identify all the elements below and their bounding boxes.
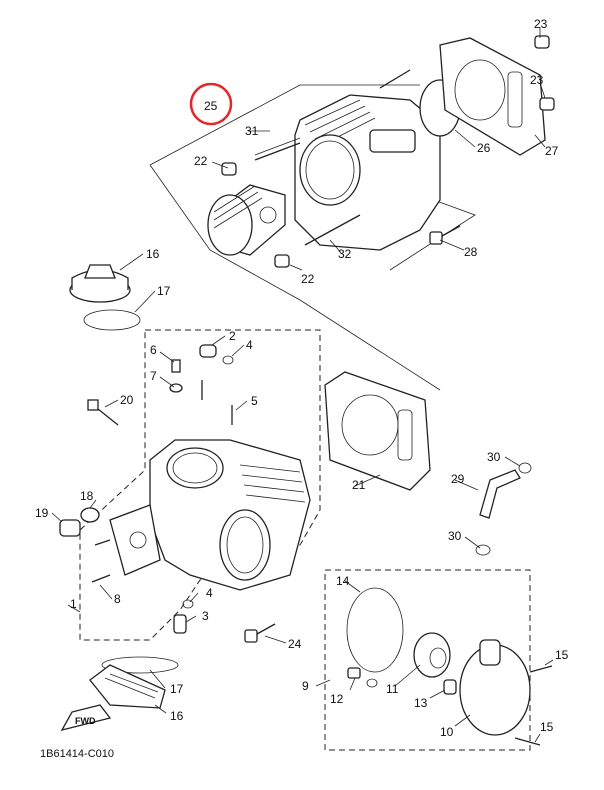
hose-29: [479, 469, 521, 519]
callout-4b: 4: [206, 586, 213, 600]
callout-29: 29: [451, 472, 465, 486]
callout-16a: 16: [146, 247, 160, 261]
intake-joint-16: [89, 664, 166, 709]
stud-lower-a: [94, 539, 111, 546]
filler-cap-16: [69, 264, 131, 303]
cylinder-block: [294, 94, 441, 251]
bolt-15a: [529, 665, 553, 673]
callout-31: 31: [245, 124, 259, 138]
o-ring-14: [346, 587, 404, 673]
stud-bolt-top: [379, 69, 411, 89]
dowel-pin-22b: [274, 254, 290, 268]
bolt-24: [244, 623, 276, 643]
bolt-6: [171, 359, 181, 373]
intake-flange: [109, 504, 161, 576]
nozzle-3: [173, 614, 187, 634]
gasket-27: [439, 37, 546, 156]
bolt-28: [429, 225, 461, 245]
callout-28: 28: [464, 245, 478, 259]
dowel-pin-22a: [221, 162, 237, 176]
callout-25: 25: [204, 99, 218, 113]
callout-8: 8: [114, 592, 121, 606]
callout-4a: 4: [246, 338, 253, 352]
impeller-11: [413, 632, 451, 678]
bolt-15b: [514, 737, 541, 746]
callout-10: 10: [440, 725, 454, 739]
callout-26: 26: [477, 141, 491, 155]
callout-30a: 30: [487, 450, 501, 464]
pump-cover-10: [459, 639, 531, 736]
dowel-pin-23a: [534, 35, 550, 49]
piston: [207, 184, 286, 256]
callout-1: 1: [70, 597, 77, 611]
stud-8: [91, 574, 111, 583]
plug-19: [59, 519, 81, 537]
o-ring-17b: [101, 656, 179, 674]
callout-labels: 1 2 3 4 4 5 6 7 8 9 10 11 12 13 14 15 15…: [35, 17, 569, 739]
o-ring-4b: [182, 599, 194, 609]
cylinder-head-group: [59, 264, 321, 709]
cylinder-head: [109, 439, 311, 591]
fwd-arrow: FWD: [60, 704, 112, 731]
spark-plug-top: [87, 399, 99, 411]
callout-15a: 15: [555, 648, 569, 662]
callout-17b: 17: [170, 682, 184, 696]
callout-2: 2: [229, 329, 236, 343]
callout-9: 9: [302, 679, 309, 693]
dowel-pin-23b: [539, 97, 555, 111]
stud-bolt-32: [304, 214, 361, 246]
callout-22b: 22: [301, 272, 315, 286]
bolt-12: [347, 667, 361, 679]
callout-20: 20: [120, 393, 134, 407]
callout-21: 21: [352, 478, 366, 492]
o-ring-4a: [222, 355, 234, 365]
o-ring-17: [83, 309, 141, 331]
callout-14: 14: [336, 574, 350, 588]
callout-23a: 23: [534, 17, 548, 31]
gasket-18: [80, 507, 100, 523]
stud-bolt-31: [254, 142, 301, 161]
clip-30a: [518, 462, 532, 474]
callout-18: 18: [80, 489, 94, 503]
callout-3: 3: [202, 609, 209, 623]
plug-2: [199, 344, 217, 358]
callout-24: 24: [288, 637, 302, 651]
callout-11: 11: [386, 682, 399, 696]
clip-30b: [475, 544, 491, 556]
callout-7: 7: [150, 369, 157, 383]
callout-6: 6: [150, 343, 157, 357]
part-13: [443, 679, 457, 695]
callout-13: 13: [414, 696, 428, 710]
callout-15b: 15: [540, 720, 554, 734]
callout-5: 5: [251, 394, 258, 408]
callout-22a: 22: [194, 154, 208, 168]
callout-32: 32: [338, 247, 352, 261]
highlight-circle: [189, 82, 233, 126]
callout-16b: 16: [170, 709, 184, 723]
callout-19: 19: [35, 506, 49, 520]
fwd-label: FWD: [75, 716, 96, 726]
callout-30b: 30: [448, 529, 462, 543]
leader-lines: [51, 27, 554, 743]
water-pump-group: [324, 569, 553, 751]
gasket-21: [324, 371, 431, 491]
diagram-code: 1B61414-C010: [40, 748, 114, 760]
callout-12: 12: [330, 692, 344, 706]
washer-12: [366, 678, 378, 688]
callout-27: 27: [545, 144, 559, 158]
callout-17a: 17: [157, 284, 171, 298]
cylinder-group: [149, 35, 555, 391]
callout-23b: 23: [530, 73, 544, 87]
